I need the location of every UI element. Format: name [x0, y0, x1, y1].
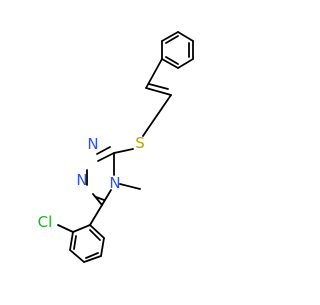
bond-inner — [85, 252, 99, 259]
atom-labels: S N N N Cl — [38, 134, 145, 231]
bond-lines — [57, 31, 194, 263]
bond — [145, 87, 172, 96]
bond-inner — [95, 196, 105, 201]
bond — [69, 249, 85, 263]
bond — [177, 58, 194, 69]
bond — [101, 189, 112, 206]
bond-inner — [165, 35, 179, 44]
sulfur-atom-label: S — [135, 134, 145, 152]
nitrogen-top-atom-label: N — [87, 135, 98, 153]
molecule-canvas: S N N N Cl — [38, 31, 194, 263]
bond-inner — [165, 56, 179, 65]
nitrogen-methyl-atom-label: N — [109, 174, 120, 192]
bond — [142, 129, 148, 137]
bond-inner — [96, 146, 111, 155]
molecule-structure: S N N N Cl — [38, 31, 194, 263]
chlorine-atom-label: Cl — [38, 213, 53, 231]
bond — [119, 183, 141, 190]
nitrogen-left-atom-label: N — [76, 171, 87, 189]
bond — [92, 193, 103, 206]
bond — [97, 152, 115, 162]
bond — [161, 58, 179, 69]
bond-inner — [73, 235, 77, 250]
bond — [89, 204, 103, 226]
bond-inner — [148, 83, 169, 90]
bond — [89, 224, 105, 239]
bond — [113, 148, 134, 154]
bond — [100, 237, 105, 257]
bond — [161, 31, 179, 42]
bond — [69, 231, 74, 251]
bond — [177, 31, 194, 42]
bond — [72, 224, 91, 233]
bond — [57, 224, 74, 233]
bond — [83, 255, 102, 263]
bond — [146, 94, 172, 131]
bond-inner — [89, 229, 101, 241]
